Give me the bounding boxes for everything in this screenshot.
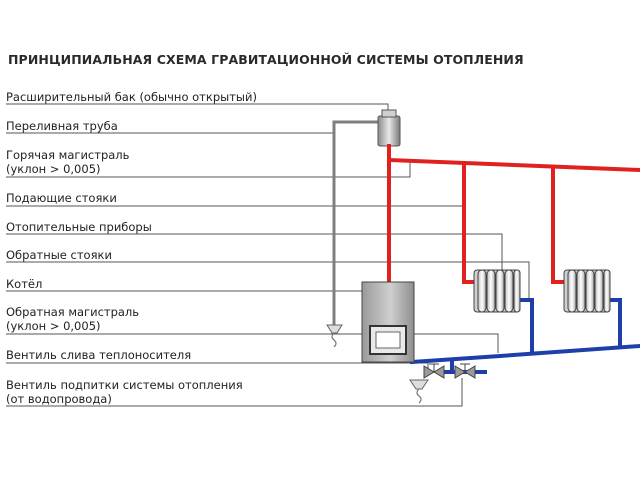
leader-lines bbox=[6, 103, 530, 407]
leader-drain-valve bbox=[6, 362, 429, 372]
makeup-valve-icon bbox=[454, 363, 476, 379]
supply-riser-2 bbox=[551, 165, 566, 284]
boiler-icon bbox=[361, 281, 415, 363]
drain-funnel-icon bbox=[409, 379, 429, 404]
drain-valve-icon bbox=[423, 363, 445, 379]
overflow-funnel-icon bbox=[326, 324, 343, 348]
radiator-2-icon bbox=[563, 269, 611, 313]
label-heaters: Отопительные приборы bbox=[6, 220, 152, 234]
label-hot-main-slope: (уклон > 0,005) bbox=[6, 162, 101, 176]
label-drain-valve: Вентиль слива теплоносителя bbox=[6, 348, 192, 362]
leader-expansion-tank bbox=[6, 103, 389, 112]
leader-heaters bbox=[6, 233, 503, 276]
label-return-main: Обратная магистраль bbox=[6, 305, 140, 319]
diagram-title: ПРИНЦИПИАЛЬНАЯ СХЕМА ГРАВИТАЦИОННОЙ СИСТ… bbox=[8, 52, 524, 67]
label-supply-risers: Подающие стояки bbox=[6, 191, 117, 205]
leader-return-main bbox=[6, 333, 499, 353]
label-return-main-slope: (уклон > 0,005) bbox=[6, 319, 101, 333]
radiator-1-icon bbox=[473, 269, 521, 313]
label-makeup-valve-source: (от водопровода) bbox=[6, 392, 112, 406]
return-riser-2 bbox=[607, 298, 622, 347]
label-expansion-tank: Расширительный бак (обычно открытый) bbox=[6, 90, 257, 104]
leader-makeup-valve bbox=[6, 378, 463, 407]
label-hot-main: Горячая магистраль bbox=[6, 148, 130, 162]
label-makeup-valve: Вентиль подпитки системы отопления bbox=[6, 378, 243, 392]
overflow-pipe bbox=[332, 120, 380, 325]
leader-hot-main bbox=[6, 160, 411, 178]
return-riser-1 bbox=[518, 298, 534, 352]
label-boiler: Котёл bbox=[6, 277, 43, 291]
hot-main-pipe bbox=[386, 157, 640, 173]
supply-pipes bbox=[386, 144, 640, 287]
return-main-pipe bbox=[409, 343, 640, 365]
leader-return-risers bbox=[6, 261, 530, 300]
supply-riser-1 bbox=[462, 162, 476, 284]
expansion-tank-icon bbox=[377, 109, 401, 147]
label-overflow-pipe: Переливная труба bbox=[6, 119, 118, 133]
label-return-risers: Обратные стояки bbox=[6, 248, 112, 262]
